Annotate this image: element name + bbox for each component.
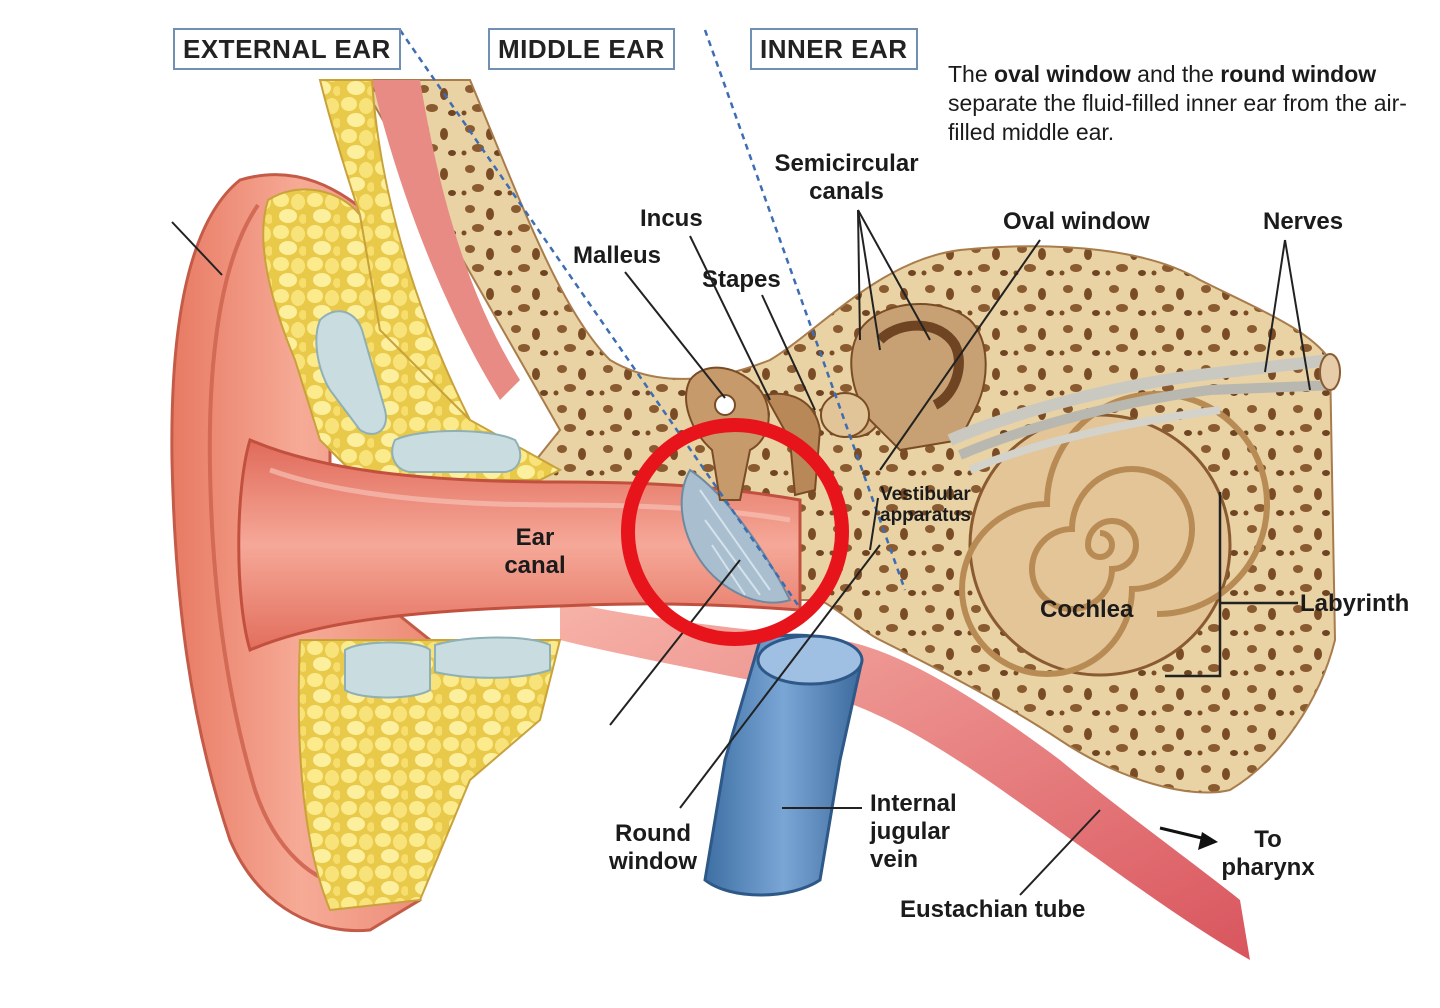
label-labyrinth: Labyrinth xyxy=(1300,590,1410,617)
label-ijv-line3: vein xyxy=(870,846,919,873)
tympanic-membrane xyxy=(680,468,792,604)
nerves xyxy=(947,353,1341,474)
explanatory-note: The oval window and the round window sep… xyxy=(948,60,1428,147)
leader-lines xyxy=(171,209,1311,896)
label-ijv-line1: Internal xyxy=(870,790,957,817)
labyrinth-bracket xyxy=(1165,492,1298,678)
highlight-circle xyxy=(621,418,849,646)
label-stapes: Stapes xyxy=(702,266,781,293)
label-oval-window: Oval window xyxy=(1003,208,1150,235)
semicircular-canals xyxy=(820,303,987,452)
external-ear-label: EXTERNAL EAR xyxy=(173,28,401,70)
label-cochlea: Cochlea xyxy=(1040,596,1134,623)
inner-ear-label: INNER EAR xyxy=(750,28,918,70)
skin-layer xyxy=(372,80,1250,960)
label-ear-canal-line2: canal xyxy=(504,552,566,579)
label-internal-jugular-vein: Internal jugular vein xyxy=(870,790,957,874)
label-nerves: Nerves xyxy=(1263,208,1344,235)
region-dividers xyxy=(398,29,907,609)
label-ear-canal-line1: Ear xyxy=(515,524,555,551)
label-round-window-line2: window xyxy=(609,848,697,875)
note-text-3: separate the fluid-filled inner ear from… xyxy=(948,90,1407,145)
label-malleus: Malleus xyxy=(573,242,662,269)
label-vestibular-line1: Vestibular xyxy=(880,484,971,505)
cartilage xyxy=(315,310,551,699)
label-round-window-line1: Round xyxy=(615,820,691,847)
label-semicircular-line1: Semicircular xyxy=(774,150,919,177)
label-eustachian-tube: Eustachian tube xyxy=(900,896,1086,923)
label-to-pharynx-line2: pharynx xyxy=(1221,854,1315,881)
to-pharynx-arrow xyxy=(1159,826,1218,850)
label-semicircular-canals: Semicircular canals xyxy=(764,150,929,206)
label-to-pharynx: To pharynx xyxy=(1212,826,1324,882)
label-semicircular-line2: canals xyxy=(809,178,884,205)
internal-jugular-vein xyxy=(703,633,864,897)
adipose-tissue xyxy=(262,79,563,912)
note-text-2: and the xyxy=(1130,61,1221,87)
cochlea xyxy=(959,391,1270,677)
label-vestibular-apparatus: Vestibular apparatus xyxy=(880,484,971,526)
label-to-pharynx-line1: To xyxy=(1254,826,1282,853)
note-bold-round: round window xyxy=(1220,61,1377,87)
label-round-window: Round window xyxy=(603,820,703,876)
note-bold-oval: oval window xyxy=(994,61,1131,87)
label-ear-canal: Ear canal xyxy=(495,524,575,580)
label-ijv-line2: jugular xyxy=(870,818,951,845)
middle-ear-label: MIDDLE EAR xyxy=(488,28,675,70)
note-text-1: The xyxy=(948,61,995,87)
label-vestibular-line2: apparatus xyxy=(880,505,971,526)
label-incus: Incus xyxy=(640,205,703,232)
